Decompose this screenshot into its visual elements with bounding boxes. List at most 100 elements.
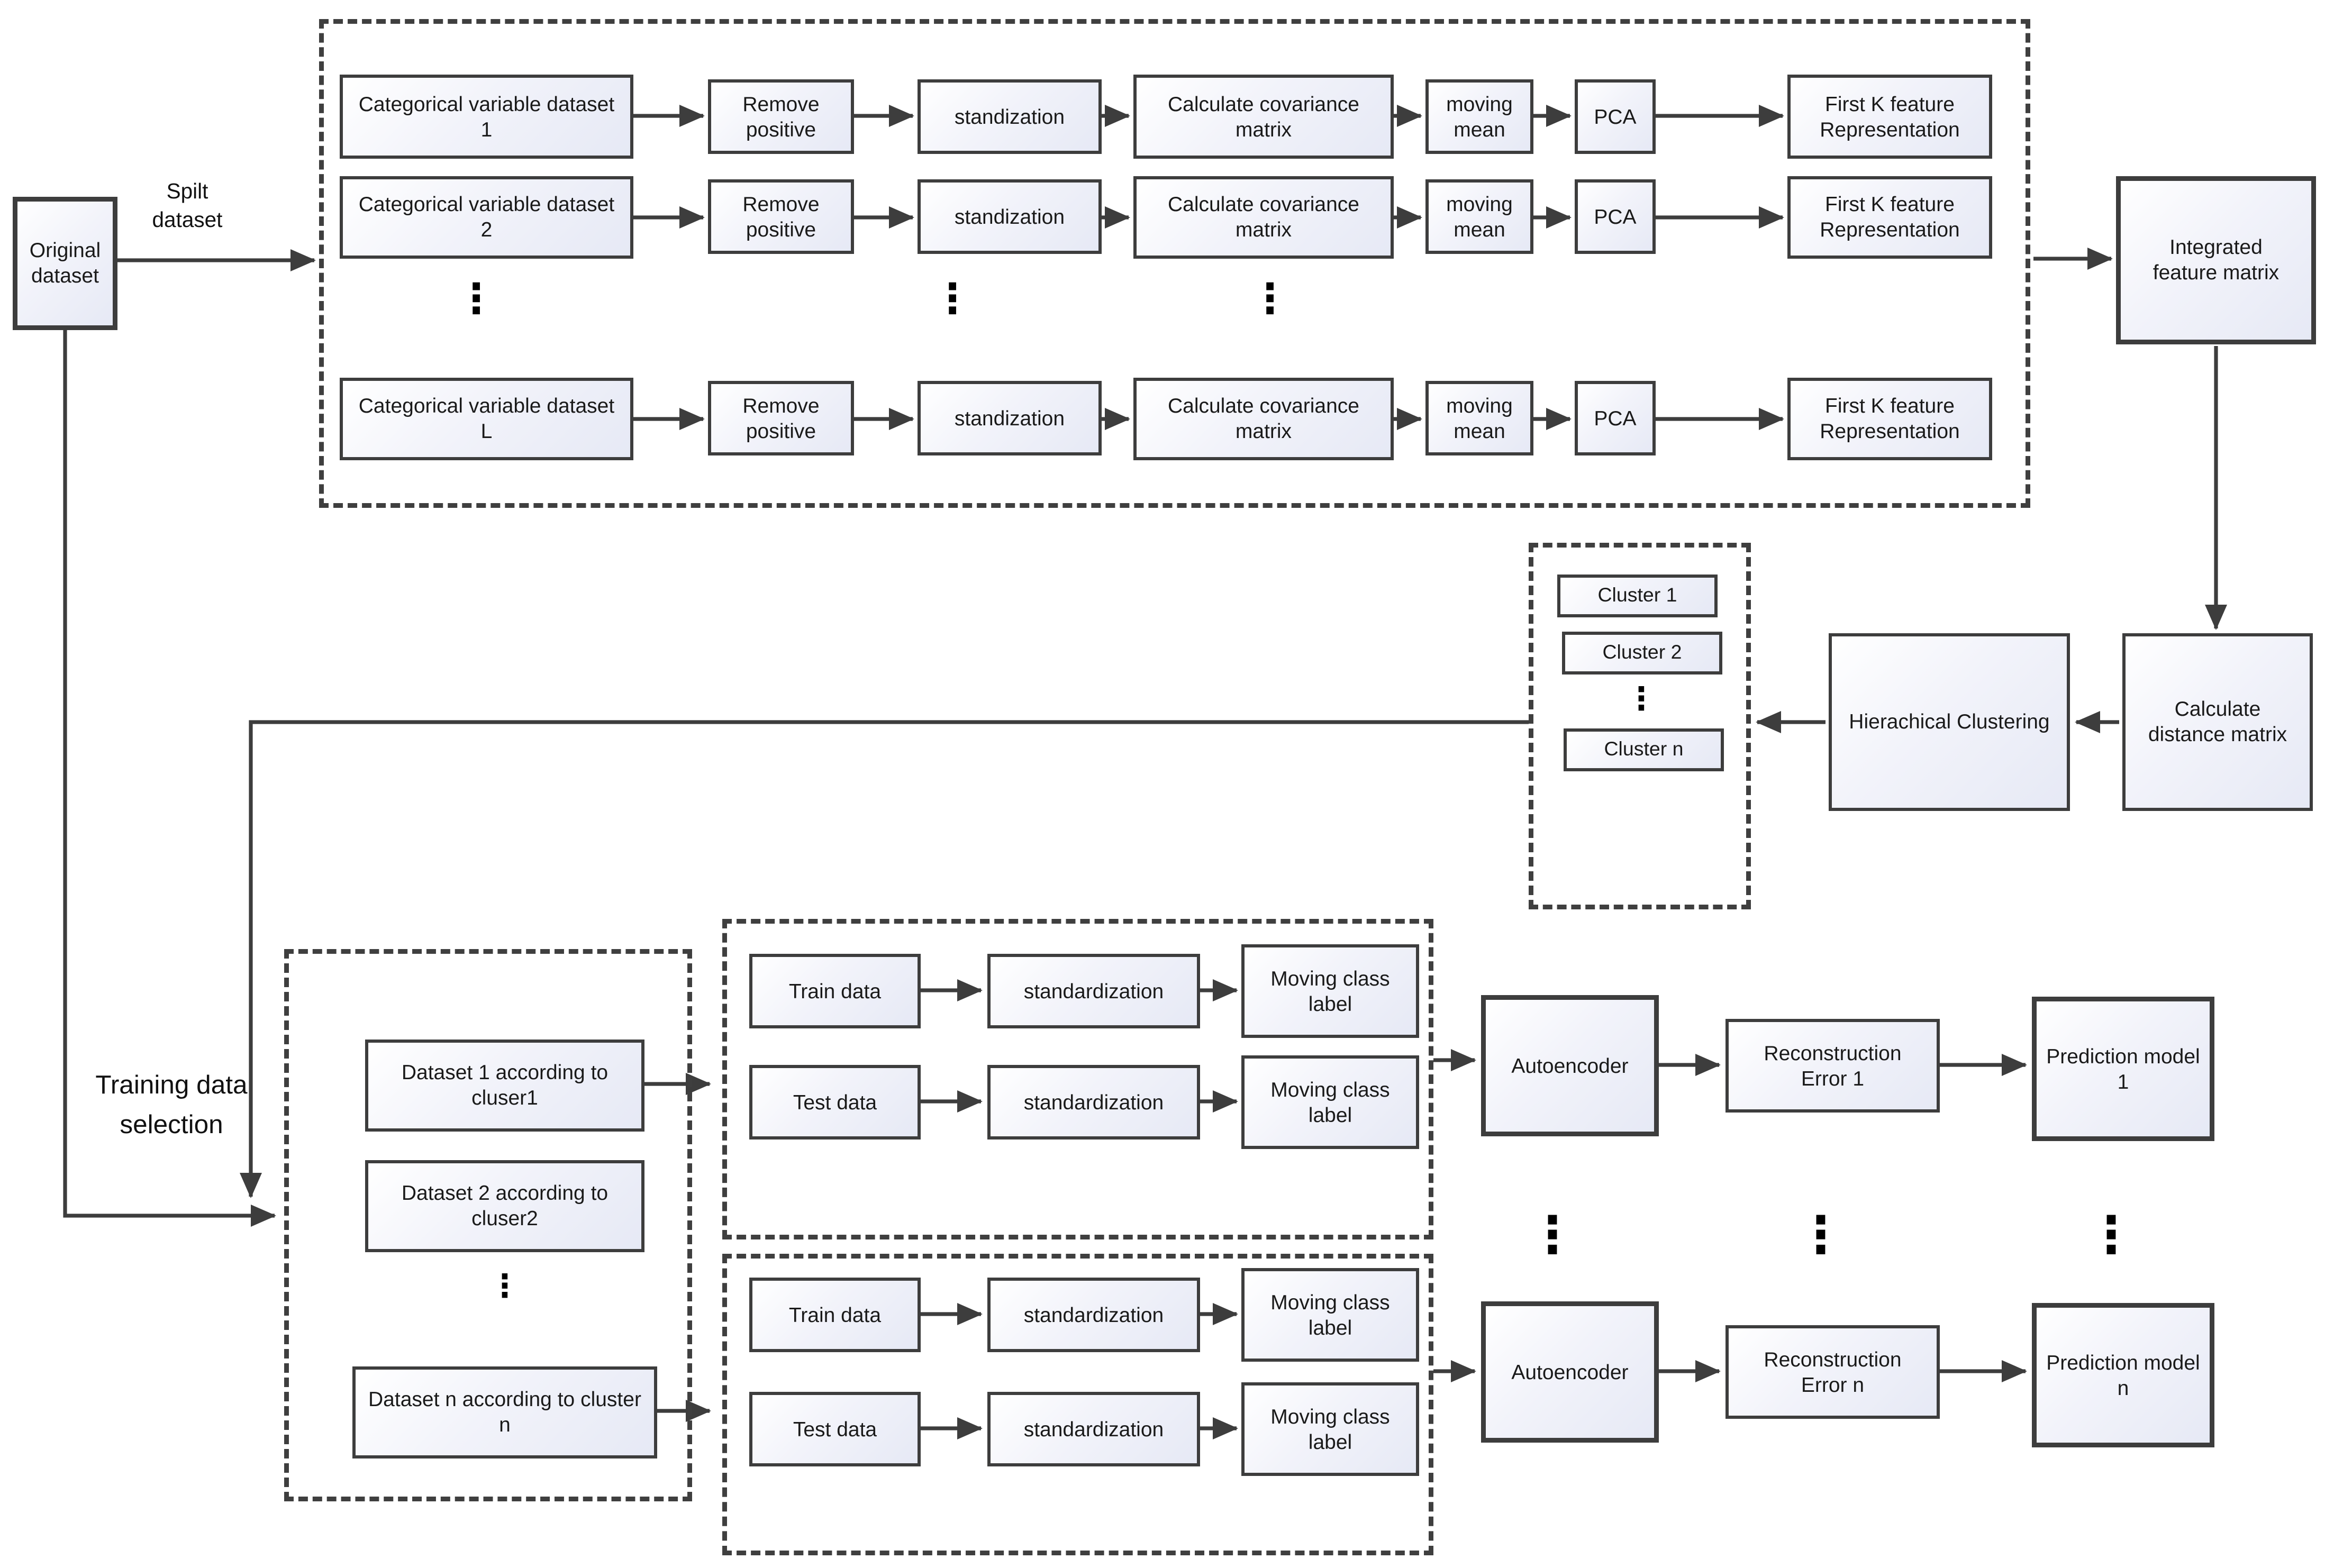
dataset-cluster-2-box: Dataset 2 according to cluser2: [365, 1160, 644, 1252]
first-k-L-label: First K feature Representation: [1820, 394, 1960, 443]
group1-test-moving-class-label: Moving class label: [1270, 1077, 1390, 1126]
moving-mean-1-box: moving mean: [1425, 79, 1533, 154]
group1-train-standardization-box: standardization: [987, 954, 1200, 1028]
categorical-dataset-L-box: Categorical variable dataset L: [340, 378, 633, 460]
standization-L-label: standization: [954, 405, 1065, 430]
remove-positive-2-label: Remove positive: [742, 191, 820, 241]
pca-L-label: PCA: [1594, 405, 1637, 430]
group1-prediction-model-label: Prediction model 1: [2046, 1043, 2200, 1093]
pca-2-box: PCA: [1575, 179, 1656, 254]
cluster-datasets-container: [284, 949, 692, 1501]
group1-train-moving-class-box: Moving class label: [1241, 944, 1419, 1038]
standization-1-box: standization: [918, 79, 1102, 154]
group2-test-standardization-box: standardization: [987, 1392, 1200, 1466]
categorical-dataset-2-label: Categorical variable dataset 2: [358, 192, 615, 241]
group1-autoencoder-box: Autoencoder: [1481, 995, 1659, 1136]
training-data-selection-label: Training data selection: [95, 1071, 248, 1139]
group2-data-container: [722, 1254, 1433, 1555]
moving-mean-2-box: moving mean: [1425, 179, 1533, 254]
original-dataset-label: Original dataset: [29, 238, 101, 287]
group2-test-moving-class-label: Moving class label: [1270, 1403, 1390, 1453]
standization-2-box: standization: [918, 179, 1102, 254]
covariance-L-box: Calculate covariance matrix: [1133, 378, 1394, 460]
group1-reconstruction-error-box: Reconstruction Error 1: [1725, 1019, 1940, 1113]
standization-1-label: standization: [954, 104, 1065, 128]
dataset-cluster-1-label: Dataset 1 according to cluser1: [401, 1060, 609, 1109]
group1-train-standardization-label: standardization: [1023, 978, 1164, 1002]
moving-mean-1-label: moving mean: [1446, 91, 1513, 141]
group1-test-data-label: Test data: [793, 1089, 877, 1114]
group1-train-data-box: Train data: [749, 954, 921, 1028]
pipeline-ellipsis-1: ⋮: [456, 276, 497, 324]
group2-train-data-box: Train data: [749, 1278, 921, 1352]
hierarchical-clustering-box: Hierachical Clustering: [1829, 633, 2070, 811]
calculate-distance-matrix-box: Calculate distance matrix: [2122, 633, 2313, 811]
moving-mean-2-label: moving mean: [1446, 191, 1513, 241]
group2-reconstruction-error-box: Reconstruction Error n: [1725, 1325, 1940, 1419]
group1-test-standardization-label: standardization: [1023, 1089, 1164, 1114]
pca-L-box: PCA: [1575, 381, 1656, 455]
group2-train-data-label: Train data: [788, 1302, 882, 1326]
first-k-1-label: First K feature Representation: [1820, 91, 1960, 141]
remove-positive-L-label: Remove positive: [742, 393, 820, 442]
standization-L-box: standization: [918, 381, 1102, 455]
cluster-datasets-ellipsis: ⋮: [489, 1266, 521, 1305]
group1-reconstruction-error-label: Reconstruction Error 1: [1764, 1040, 1902, 1090]
categorical-dataset-2-box: Categorical variable dataset 2: [340, 176, 633, 259]
group2-train-standardization-label: standardization: [1023, 1302, 1164, 1326]
covariance-1-box: Calculate covariance matrix: [1133, 75, 1394, 159]
split-pipeline-container: [319, 19, 2030, 508]
group1-test-data-box: Test data: [749, 1065, 921, 1139]
cluster-1-label: Cluster 1: [1597, 584, 1677, 606]
moving-mean-L-label: moving mean: [1446, 393, 1513, 442]
group2-train-moving-class-box: Moving class label: [1241, 1268, 1419, 1362]
group1-train-moving-class-label: Moving class label: [1270, 965, 1390, 1015]
cluster-1-box: Cluster 1: [1557, 575, 1718, 617]
group2-prediction-model-label: Prediction model n: [2046, 1350, 2200, 1399]
remove-positive-1-label: Remove positive: [742, 91, 820, 141]
integrated-feature-matrix-label: Integrated feature matrix: [2153, 235, 2279, 284]
group2-reconstruction-error-label: Reconstruction Error n: [1764, 1346, 1902, 1396]
covariance-L-label: Calculate covariance matrix: [1167, 394, 1360, 443]
categorical-dataset-L-label: Categorical variable dataset L: [358, 394, 615, 443]
hierarchical-clustering-label: Hierachical Clustering: [1849, 709, 2050, 734]
group1-test-standardization-box: standardization: [987, 1065, 1200, 1139]
pipeline-ellipsis-2: ⋮: [932, 276, 973, 324]
covariance-2-label: Calculate covariance matrix: [1167, 192, 1360, 241]
groups-ellipsis-2: ⋮: [1795, 1205, 1846, 1265]
group1-data-container: [722, 919, 1433, 1239]
dataset-cluster-n-label: Dataset n according to cluster n: [368, 1387, 641, 1436]
pca-1-label: PCA: [1594, 104, 1637, 128]
group2-test-moving-class-box: Moving class label: [1241, 1382, 1419, 1476]
group2-train-standardization-box: standardization: [987, 1278, 1200, 1352]
first-k-L-box: First K feature Representation: [1787, 378, 1992, 460]
split-dataset-label: Spilt dataset: [152, 179, 223, 231]
group2-prediction-model-box: Prediction model n: [2032, 1303, 2214, 1447]
group2-test-data-box: Test data: [749, 1392, 921, 1466]
clusters-container: [1529, 543, 1751, 909]
first-k-2-label: First K feature Representation: [1820, 192, 1960, 241]
categorical-dataset-1-box: Categorical variable dataset 1: [340, 75, 633, 159]
group1-autoencoder-label: Autoencoder: [1511, 1053, 1629, 1077]
pca-2-label: PCA: [1594, 204, 1637, 228]
groups-ellipsis-1: ⋮: [1527, 1205, 1578, 1265]
line-original-to-selection: [63, 330, 276, 1227]
categorical-dataset-1-label: Categorical variable dataset 1: [358, 91, 615, 141]
first-k-1-box: First K feature Representation: [1787, 75, 1992, 159]
dataset-cluster-n-box: Dataset n according to cluster n: [352, 1366, 657, 1458]
dataset-cluster-2-label: Dataset 2 according to cluser2: [401, 1181, 609, 1230]
cluster-n-label: Cluster n: [1604, 737, 1684, 760]
covariance-2-box: Calculate covariance matrix: [1133, 176, 1394, 259]
pipeline-ellipsis-3: ⋮: [1249, 276, 1291, 324]
integrated-feature-matrix-box: Integrated feature matrix: [2116, 176, 2316, 344]
group2-train-moving-class-label: Moving class label: [1270, 1289, 1390, 1339]
group1-prediction-model-box: Prediction model 1: [2032, 997, 2214, 1141]
calculate-distance-matrix-label: Calculate distance matrix: [2148, 697, 2287, 746]
remove-positive-1-box: Remove positive: [708, 79, 854, 154]
moving-mean-L-box: moving mean: [1425, 381, 1533, 455]
remove-positive-L-box: Remove positive: [708, 381, 854, 455]
cluster-n-box: Cluster n: [1564, 728, 1724, 771]
